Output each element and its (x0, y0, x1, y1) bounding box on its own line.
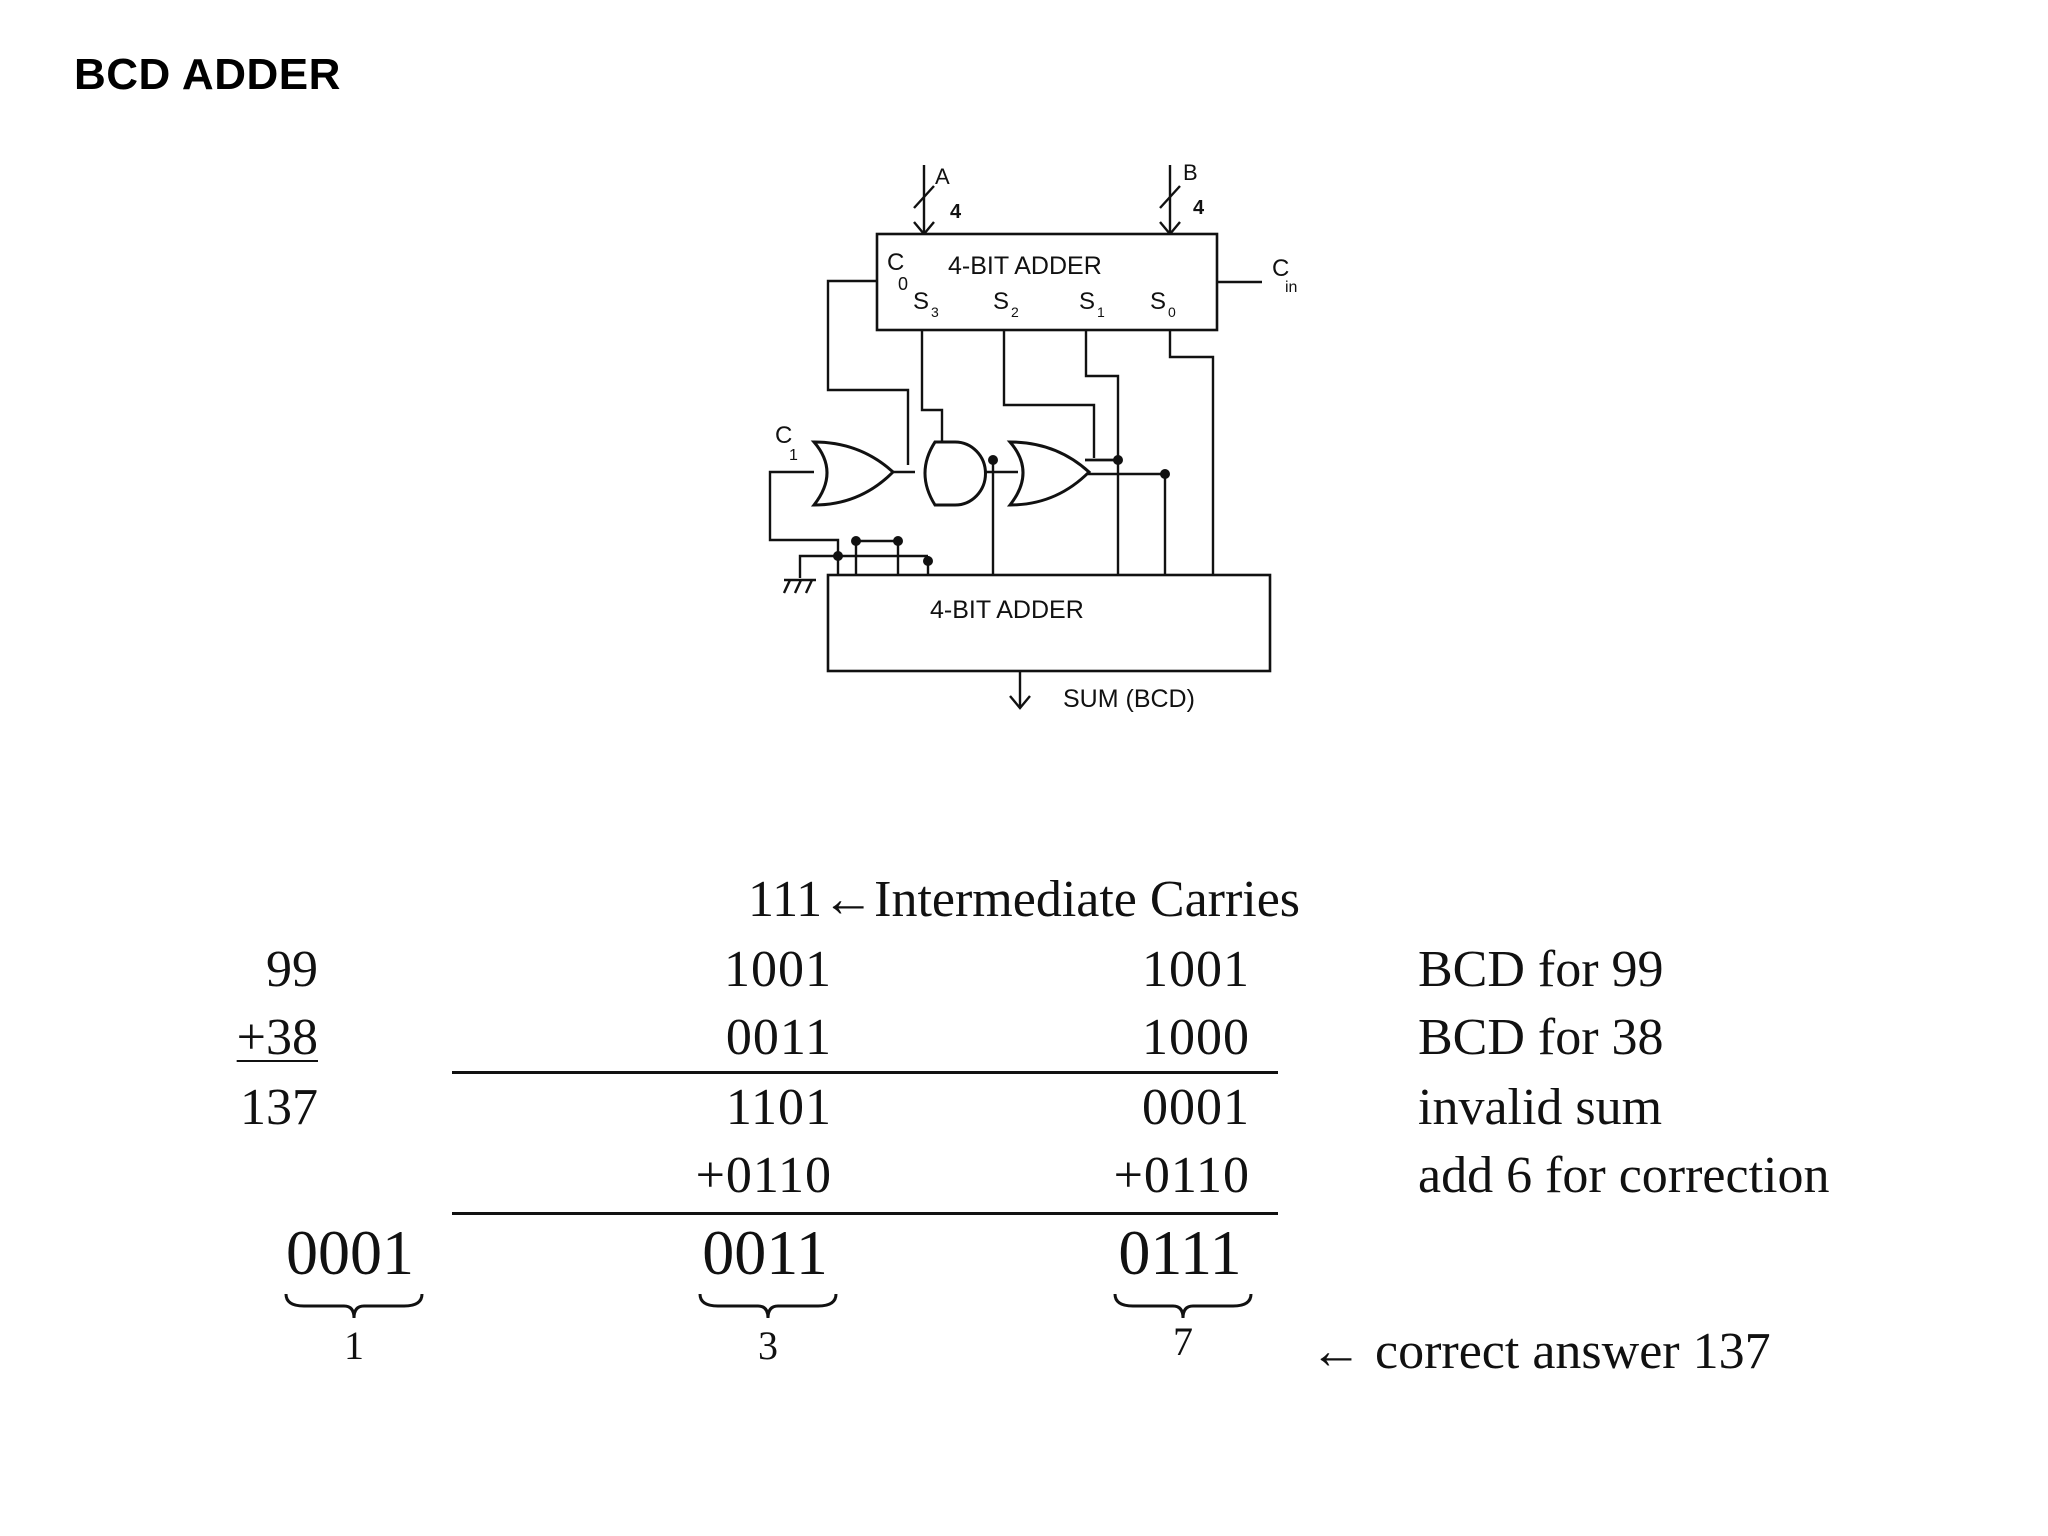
note-invalid-sum: invalid sum (1418, 1079, 1663, 1136)
sum-rule-1 (452, 1071, 1278, 1074)
input-b-bus: B 4 (1159, 160, 1205, 236)
sum-bit-s2: S (993, 288, 1009, 315)
sum-bit-s3: S (913, 288, 929, 315)
result-hundreds: 0001 (286, 1217, 414, 1288)
units-row-2: 1000 (1142, 1009, 1250, 1066)
note-bcd-99: BCD for 99 (1418, 941, 1664, 998)
result-units: 0111 (1118, 1217, 1242, 1288)
c1-subscript: 1 (789, 447, 798, 464)
brace-units (1113, 1293, 1253, 1319)
brace-hundreds (284, 1293, 424, 1319)
sum-bit-s0: S (1150, 288, 1166, 315)
note-add-six: add 6 for correction (1418, 1147, 1830, 1204)
carry-in-label: C (1272, 255, 1289, 282)
and-gate (923, 440, 987, 507)
sum-bit-s2-sub: 2 (1011, 304, 1019, 320)
sum-bit-s1-sub: 1 (1097, 304, 1105, 320)
correct-answer: ← correct answer 137 (1310, 1323, 1771, 1380)
lower-4bit-adder (826, 573, 1272, 673)
sum-bit-s1: S (1079, 288, 1095, 315)
digit-units: 7 (1173, 1319, 1193, 1364)
result-tens: 0011 (702, 1217, 828, 1288)
output-arrow (1009, 671, 1031, 710)
lower-adder-label: 4-BIT ADDER (930, 596, 1084, 624)
note-bcd-38: BCD for 38 (1418, 1009, 1664, 1066)
output-label: SUM (BCD) (1063, 685, 1195, 713)
digit-hundreds: 1 (344, 1323, 364, 1368)
carry-out-subscript: 0 (898, 274, 908, 294)
units-row-1: 1001 (1142, 941, 1250, 998)
input-b-label: B (1183, 160, 1198, 185)
units-row-3: 0001 (1142, 1079, 1250, 1136)
sum-rule-2 (452, 1212, 1278, 1215)
carry-out-label: C (887, 249, 904, 276)
tens-row-3: 1101 (725, 1079, 832, 1136)
intermediate-carries: 111←Intermediate Carries (748, 871, 1301, 928)
brace-tens (698, 1293, 838, 1319)
bus-width-a: 4 (950, 201, 962, 223)
sum-bit-s3-sub: 3 (931, 304, 939, 320)
wiring (768, 279, 1215, 594)
or-gate-s2-s1 (1006, 440, 1092, 507)
bus-width-b: 4 (1193, 197, 1205, 219)
tens-row-1: 1001 (724, 941, 832, 998)
units-row-4: +0110 (1113, 1147, 1250, 1204)
tens-row-4: +0110 (695, 1147, 832, 1204)
c1-label: C (775, 422, 792, 449)
page-title: BCD ADDER (74, 50, 341, 99)
input-a-label: A (935, 164, 950, 189)
input-a-bus: A 4 (913, 164, 962, 236)
decimal-a: 99 (266, 941, 318, 998)
sum-bit-s0-sub: 0 (1168, 304, 1176, 320)
decimal-b: +38 (236, 1009, 318, 1066)
digit-tens: 3 (758, 1323, 778, 1368)
or-gate-c1 (810, 440, 896, 507)
upper-4bit-adder (875, 232, 1219, 332)
decimal-sum: 137 (240, 1079, 318, 1136)
carry-in-subscript: in (1285, 279, 1297, 296)
tens-row-2: 0011 (725, 1009, 832, 1066)
bcd-adder-circuit-diagram: A 4 B 4 4-BIT ADDER C 0 S 3 S 2 S 1 S 0 … (768, 160, 1297, 713)
upper-adder-label: 4-BIT ADDER (948, 252, 1102, 280)
